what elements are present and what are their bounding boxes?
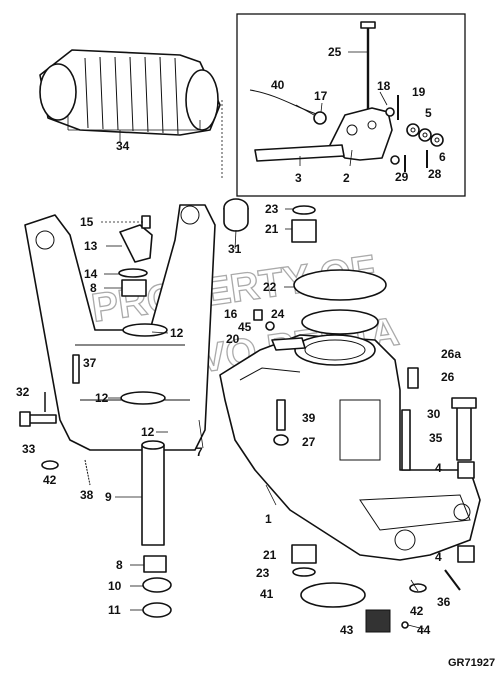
callout-29: 29 bbox=[395, 170, 409, 184]
callout-43: 43 bbox=[340, 623, 354, 637]
callout-23-lower: 23 bbox=[256, 566, 270, 580]
callout-9: 9 bbox=[105, 490, 112, 504]
callout-14: 14 bbox=[84, 267, 98, 281]
callout-26: 26 bbox=[441, 370, 455, 384]
callout-7: 7 bbox=[196, 445, 203, 459]
callout-30: 30 bbox=[427, 407, 441, 421]
callout-16: 16 bbox=[224, 307, 238, 321]
reference-code: GR71927 bbox=[448, 657, 495, 669]
callout-12-c: 12 bbox=[141, 425, 155, 439]
callout-39: 39 bbox=[302, 411, 316, 425]
inset-frame bbox=[236, 13, 466, 197]
callout-27: 27 bbox=[302, 435, 316, 449]
callout-10: 10 bbox=[108, 579, 122, 593]
callout-37: 37 bbox=[83, 356, 97, 370]
callout-19: 19 bbox=[412, 85, 426, 99]
callout-31: 31 bbox=[228, 242, 242, 256]
callout-3: 3 bbox=[295, 171, 302, 185]
callout-labels: 1 2 3 4 4 5 6 7 8 8 9 10 11 12 12 12 13 … bbox=[16, 45, 461, 637]
bellows-part bbox=[39, 49, 223, 180]
callout-20: 20 bbox=[226, 332, 240, 346]
callout-38: 38 bbox=[80, 488, 94, 502]
callout-22: 22 bbox=[263, 280, 277, 294]
callout-5: 5 bbox=[425, 106, 432, 120]
callout-42-left: 42 bbox=[43, 473, 57, 487]
callout-40: 40 bbox=[271, 78, 285, 92]
callout-8-lower: 8 bbox=[116, 558, 123, 572]
callout-12-b: 12 bbox=[95, 391, 109, 405]
callout-8-upper: 8 bbox=[90, 281, 97, 295]
callout-4-lower: 4 bbox=[435, 550, 442, 564]
callout-4-upper: 4 bbox=[435, 461, 442, 475]
callout-6: 6 bbox=[439, 150, 446, 164]
callout-41: 41 bbox=[260, 587, 274, 601]
housing-part bbox=[219, 205, 481, 633]
inset-assembly bbox=[249, 21, 444, 172]
callout-35: 35 bbox=[429, 431, 443, 445]
leader-lines bbox=[101, 51, 425, 630]
callout-11: 11 bbox=[108, 603, 121, 617]
callout-12-a: 12 bbox=[170, 326, 184, 340]
callout-21-upper: 21 bbox=[265, 222, 279, 236]
callout-32: 32 bbox=[16, 385, 30, 399]
callout-34: 34 bbox=[116, 139, 130, 153]
callout-33: 33 bbox=[22, 442, 36, 456]
callout-45: 45 bbox=[238, 320, 252, 334]
callout-13: 13 bbox=[84, 239, 98, 253]
callout-23-upper: 23 bbox=[265, 202, 279, 216]
callout-26a: 26a bbox=[441, 347, 461, 361]
callout-1: 1 bbox=[265, 512, 272, 526]
callout-36: 36 bbox=[437, 595, 451, 609]
callout-44: 44 bbox=[417, 623, 431, 637]
callout-21-lower: 21 bbox=[263, 548, 277, 562]
callout-25: 25 bbox=[328, 45, 342, 59]
callout-24: 24 bbox=[271, 307, 285, 321]
callout-28: 28 bbox=[428, 167, 442, 181]
callout-17: 17 bbox=[314, 89, 328, 103]
yoke-frame bbox=[24, 198, 249, 451]
left-small-parts bbox=[19, 215, 172, 618]
callout-15: 15 bbox=[80, 215, 94, 229]
callout-18: 18 bbox=[377, 79, 391, 93]
callout-2: 2 bbox=[343, 171, 350, 185]
callout-42-right: 42 bbox=[410, 604, 424, 618]
